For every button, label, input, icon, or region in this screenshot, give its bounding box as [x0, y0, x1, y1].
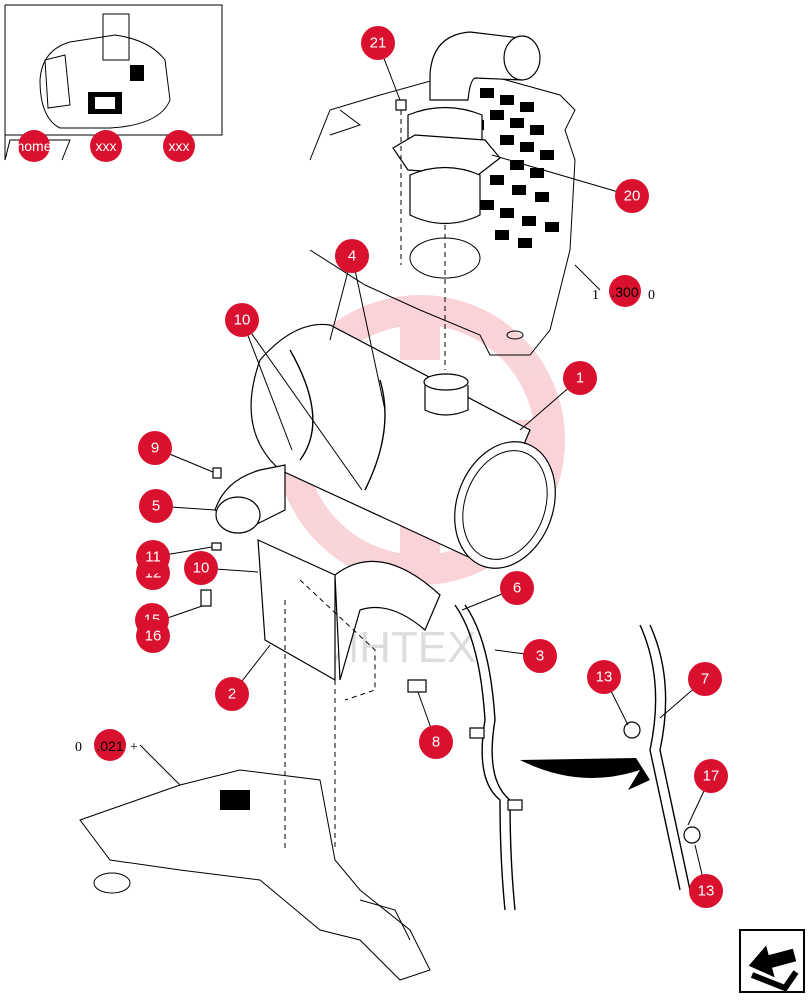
reference-top-link-label: .300: [611, 284, 638, 300]
callout-2-label: 2: [228, 686, 236, 703]
detail-arrow: [520, 758, 650, 790]
callout-3-label: 3: [536, 648, 544, 665]
xxx-tab-1[interactable]: xxx: [90, 130, 122, 162]
callout-13-lower[interactable]: 13: [689, 874, 723, 908]
callout-10-lower-label: 10: [193, 560, 210, 577]
callout-4[interactable]: 4: [335, 239, 369, 273]
callout-3[interactable]: 3: [523, 639, 557, 673]
reference-bottom-link-button[interactable]: [94, 729, 126, 761]
callout-21-label: 21: [370, 35, 387, 52]
callout-20[interactable]: 20: [615, 179, 649, 213]
mounting-bracket: [257, 539, 441, 850]
callout-9-label: 9: [151, 440, 159, 457]
callout-7[interactable]: 7: [688, 662, 722, 696]
excavator-thumbnail-icon: [39, 13, 171, 129]
callout-17[interactable]: 17: [694, 759, 728, 793]
callout-10-upper[interactable]: 10: [225, 303, 259, 337]
hose-detail-view: [623, 624, 701, 891]
callout-11[interactable]: 11: [136, 540, 170, 574]
callout-1-label: 1: [576, 370, 584, 387]
callout-20-label: 20: [624, 188, 641, 205]
reference-top-prefix: 1: [592, 288, 599, 303]
callout-13-upper-label: 13: [596, 669, 613, 686]
callout-8[interactable]: 8: [419, 725, 453, 759]
callout-6[interactable]: 6: [500, 571, 534, 605]
air-cleaner-housing: [250, 323, 556, 569]
next-page-arrow-icon[interactable]: [739, 929, 805, 993]
drain-hose: [454, 604, 523, 911]
callout-4-label: 4: [348, 248, 356, 265]
reference-bottom-link-label: .021: [96, 738, 123, 754]
reference-bottom[interactable]: 0 .021 +: [75, 729, 138, 761]
home-tab[interactable]: home: [16, 130, 52, 162]
bolt-16: [200, 589, 212, 607]
callout-8-label: 8: [432, 734, 440, 751]
callout-1[interactable]: 1: [563, 361, 597, 395]
callout-21[interactable]: 21: [361, 26, 395, 60]
callout-16[interactable]: 16: [136, 619, 170, 653]
xxx-tab-1-label: xxx: [96, 138, 117, 154]
xxx-tab-2-label: xxx: [169, 138, 190, 154]
bolt-8: [407, 679, 427, 693]
callout-9[interactable]: 9: [138, 431, 172, 465]
reference-top-link-button[interactable]: [609, 275, 641, 307]
callout-5-label: 5: [152, 498, 160, 515]
elbow-outlet: [211, 464, 286, 551]
machine-frame: [79, 769, 431, 981]
hood-panel: [309, 69, 576, 356]
callout-10-lower[interactable]: 10: [184, 551, 218, 585]
callout-16-label: 16: [145, 628, 162, 645]
home-tab-label: home: [16, 138, 51, 154]
callout-5[interactable]: 5: [139, 489, 173, 523]
callout-10-upper-label: 10: [234, 312, 251, 329]
intake-elbow-pipe: [392, 31, 541, 224]
reference-bottom-prefix: 0: [75, 740, 82, 755]
reference-top[interactable]: 1 .300 0: [592, 275, 655, 307]
callout-2[interactable]: 2: [215, 677, 249, 711]
callout-6-label: 6: [513, 580, 521, 597]
callout-11-label: 11: [145, 549, 161, 566]
bolt-21: [395, 99, 407, 265]
callout-13-lower-label: 13: [698, 883, 715, 900]
thumbnail-inset[interactable]: [4, 4, 223, 161]
callout-13-upper[interactable]: 13: [587, 660, 621, 694]
callout-7-label: 7: [701, 671, 709, 688]
xxx-tab-2[interactable]: xxx: [163, 130, 195, 162]
reference-bottom-suffix: +: [130, 740, 138, 755]
reference-top-suffix: 0: [648, 288, 655, 303]
callout-17-label: 17: [703, 768, 720, 785]
